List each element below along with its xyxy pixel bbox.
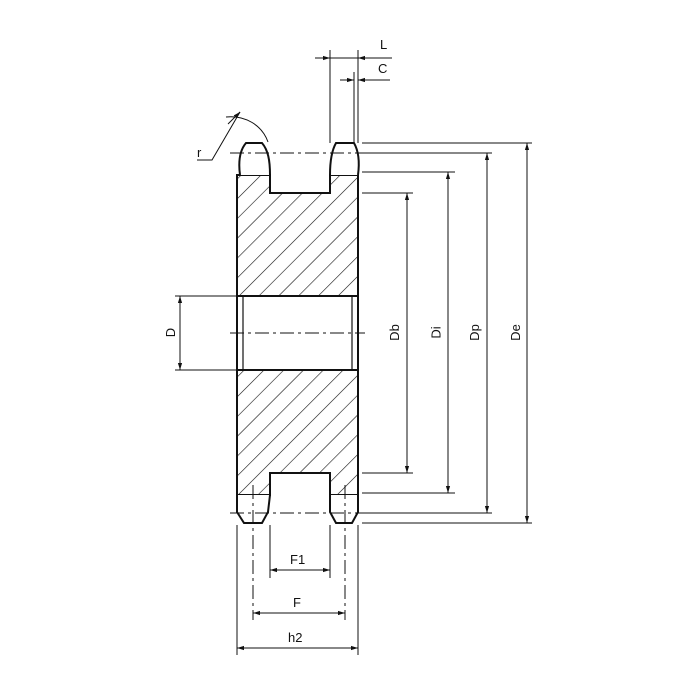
label-h2: h2 <box>288 630 303 645</box>
label-F: F <box>293 595 301 610</box>
label-D: D <box>163 327 179 338</box>
bottom-right-tooth <box>329 495 359 524</box>
label-C: C <box>378 61 388 76</box>
label-Dp: Dp <box>466 324 482 341</box>
label-De: De <box>507 324 523 341</box>
top-right-tooth <box>329 142 360 176</box>
hub-lower-section <box>236 369 359 496</box>
label-r: r <box>197 145 202 160</box>
top-left-tooth <box>238 142 271 176</box>
label-L: L <box>380 37 388 52</box>
label-Di: Di <box>428 326 444 339</box>
label-Db: Db <box>386 324 402 341</box>
label-F1: F1 <box>290 552 306 567</box>
dimension-lines <box>177 55 530 651</box>
hub-upper-section <box>236 174 359 297</box>
centerlines <box>230 152 490 620</box>
extension-lines <box>175 50 532 655</box>
